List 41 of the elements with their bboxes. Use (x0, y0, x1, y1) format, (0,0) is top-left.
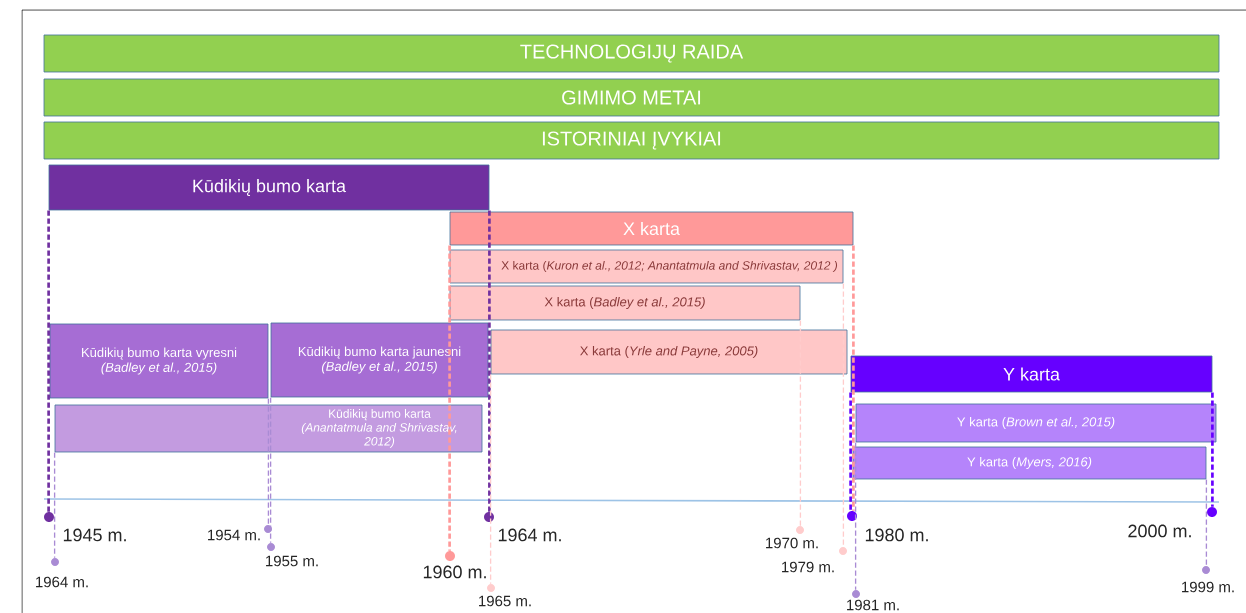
leader-line (849, 392, 852, 511)
year-label: 1954 m. (208, 529, 260, 541)
generation-bar: Y karta (Myers, 2016) (852, 446, 1207, 480)
leader-line (267, 397, 270, 526)
year-label: 1999 m. (1182, 581, 1234, 593)
generation-bar: X karta (Kuron et al., 2012; Anantatmula and Shrivastav, 2012 ) (449, 249, 844, 284)
year-label: 1979 m. (782, 561, 834, 573)
category-band: GIMIMO METAI (43, 78, 1220, 117)
generation-bar: Y karta (850, 355, 1213, 393)
leader-line (1205, 478, 1208, 567)
generation-bar: X karta (449, 211, 854, 246)
generation-bar: Y karta (Brown et al., 2015) (855, 403, 1217, 443)
leader-line (47, 210, 50, 512)
leader-line (852, 245, 855, 511)
year-label: 1980 m. (865, 528, 928, 542)
leader-line (799, 319, 802, 527)
leader-line (53, 451, 56, 559)
year-label: 1970 m. (766, 537, 818, 549)
category-band: TECHNOLOGIJŲ RAIDA (43, 34, 1220, 73)
year-label: 1964 m. (36, 576, 88, 588)
leader-line (269, 396, 272, 544)
year-label: 1945 m. (63, 528, 126, 542)
leader-line (488, 210, 491, 512)
generation-bar: X karta (Badley et al., 2015) (449, 285, 801, 321)
leader-line (842, 282, 845, 548)
leader-line (1211, 392, 1214, 507)
leader-line (854, 441, 857, 591)
leader-line (489, 373, 492, 585)
generation-bar: Kūdikių bumo karta (Anantatmula and Shrivastav, 2012) (54, 404, 483, 453)
year-label: 1964 m. (498, 528, 561, 542)
generation-bar: Kūdikių bumo karta (48, 164, 490, 211)
year-label: 1955 m. (266, 555, 318, 567)
leader-line (448, 245, 451, 551)
generation-bar: Kūdikių bumo karta vyresni (Badley et al., 2015) (49, 323, 269, 399)
year-label: 1981 m. (847, 599, 899, 611)
year-label: 1960 m. (423, 565, 486, 579)
category-band: ISTORINIAI ĮVYKIAI (43, 121, 1220, 160)
generation-bar: X karta (Yrle and Payne, 2005) (490, 329, 848, 375)
year-label: 1965 m. (479, 595, 531, 607)
generation-bar: Kūdikių bumo karta jaunesni (Badley et al., 2015) (270, 322, 489, 398)
year-label: 2000 m. (1128, 524, 1191, 538)
